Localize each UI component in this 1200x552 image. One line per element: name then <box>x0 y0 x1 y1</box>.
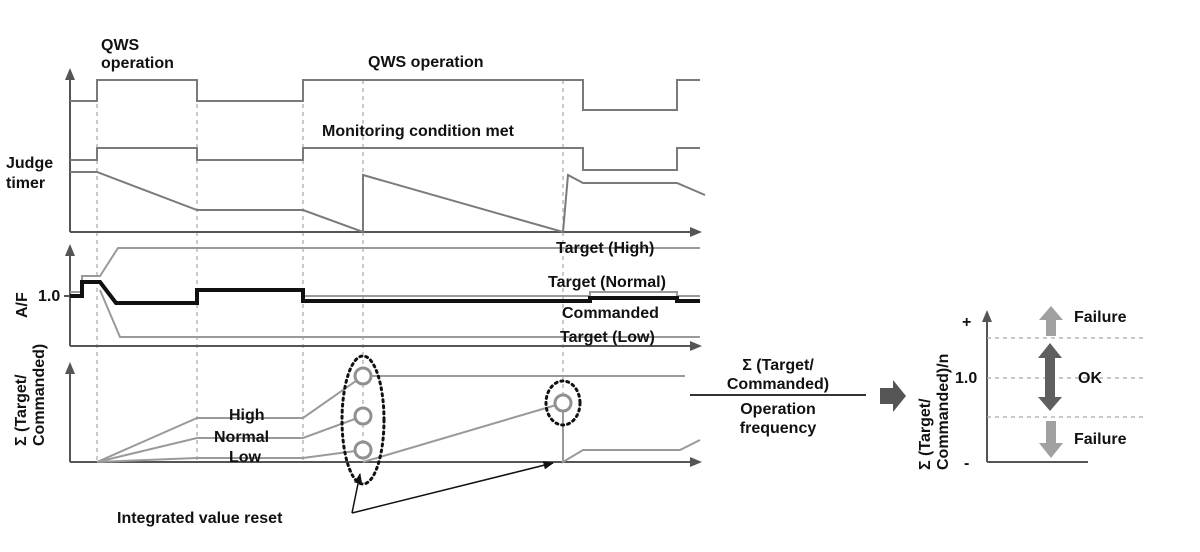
target-low-label: Target (Low) <box>560 329 655 346</box>
target-normal-label: Target (Normal) <box>548 274 666 291</box>
ok-double-arrow-icon <box>1038 343 1062 411</box>
judge-plus-label: + <box>962 314 971 331</box>
sum-high-line <box>96 375 685 463</box>
sum-low-marker <box>353 440 373 460</box>
formula-numerator-a: Σ (Target/ <box>742 357 814 374</box>
sum-second-marker <box>553 393 573 413</box>
commanded-label: Commanded <box>562 305 659 322</box>
monitoring-condition-label: Monitoring condition met <box>322 123 515 140</box>
integrated-reset-label: Integrated value reset <box>117 510 283 527</box>
reset-pointer-1 <box>351 472 363 514</box>
failure-lower-label: Failure <box>1074 431 1127 448</box>
sum-axis-label-b: Commanded) <box>31 344 48 446</box>
series-low-label: Low <box>229 449 262 466</box>
qws-operation-label-2: QWS operation <box>368 54 484 71</box>
failure-up-arrow-icon <box>1039 306 1063 336</box>
sum-normal-line <box>96 415 364 463</box>
commanded-line <box>70 280 700 305</box>
sum-panel: High Normal Low Σ (Target/ Commanded) In… <box>13 344 702 527</box>
judge-timer-signal <box>70 171 706 234</box>
formula-numerator-b: Commanded) <box>727 376 829 393</box>
sum-after-reset-line <box>362 401 701 464</box>
judge-timer-label-a: Judge <box>6 155 53 172</box>
sum-normal-marker <box>353 406 373 426</box>
judge-timer-label-b: timer <box>6 175 45 192</box>
sum-axis-label-a: Σ (Target/ <box>13 374 30 446</box>
qws-operation-label-1a: QWS <box>101 37 140 54</box>
timing-panel: QWS operation QWS operation Monitoring c… <box>6 37 706 237</box>
af-axis-label: A/F <box>14 292 31 318</box>
monitoring-condition-signal <box>70 147 700 171</box>
af-panel: Target (High) Target (Normal) Commanded … <box>14 240 702 351</box>
formula-denominator-a: Operation <box>740 401 816 418</box>
reset-highlight-1 <box>340 354 386 486</box>
failure-upper-label: Failure <box>1074 309 1127 326</box>
average-formula: Σ (Target/ Commanded) Operation frequenc… <box>690 357 866 437</box>
judge-tick-label: 1.0 <box>955 370 977 387</box>
qws-operation-label-1b: operation <box>101 55 174 72</box>
judge-axis-label-a: Σ (Target/ <box>917 398 934 470</box>
formula-denominator-b: frequency <box>740 420 817 437</box>
qws-operation-signal <box>70 79 700 111</box>
reset-highlight-2 <box>544 379 582 427</box>
target-low-line <box>99 289 700 338</box>
series-high-label: High <box>229 407 265 424</box>
judge-axis-label-b: Commanded)/n <box>935 354 952 470</box>
result-arrow-icon <box>880 380 906 412</box>
judgement-panel: Failure OK Failure + - 1.0 Σ (Target/ Co… <box>917 306 1145 472</box>
target-high-label: Target (High) <box>556 240 654 257</box>
judge-minus-label: - <box>964 455 969 472</box>
ok-label: OK <box>1078 370 1102 387</box>
failure-down-arrow-icon <box>1039 421 1063 458</box>
af-tick-label: 1.0 <box>38 288 60 305</box>
sum-high-marker <box>353 366 373 386</box>
sum-low-line <box>96 449 364 463</box>
reset-pointer-2 <box>351 461 555 514</box>
series-normal-label: Normal <box>214 429 269 446</box>
